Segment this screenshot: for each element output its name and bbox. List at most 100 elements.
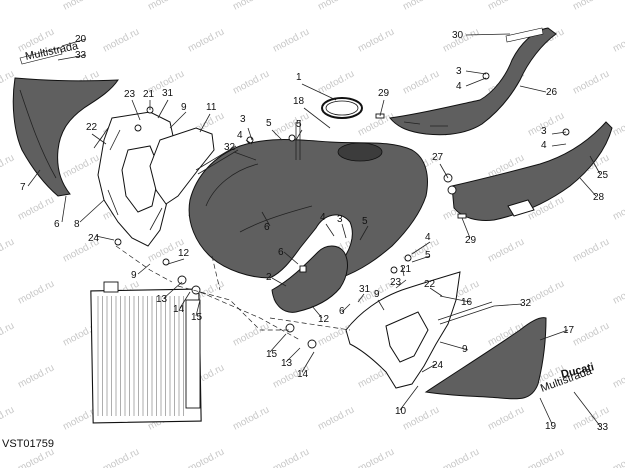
callout-14: 14 bbox=[173, 304, 185, 315]
leader-line bbox=[379, 99, 385, 117]
leader-line bbox=[421, 363, 437, 373]
leader-line bbox=[91, 133, 107, 145]
leader-line bbox=[465, 33, 511, 36]
leader-line bbox=[27, 169, 41, 187]
callout-6c: 6 bbox=[278, 247, 284, 258]
leader-line bbox=[357, 293, 365, 303]
callout-10: 10 bbox=[395, 406, 407, 417]
watermark-text: motod.ru bbox=[101, 446, 141, 468]
watermark-text: motod.ru bbox=[611, 194, 625, 222]
leader-line bbox=[295, 129, 303, 141]
callout-11: 11 bbox=[206, 102, 217, 113]
callout-12: 12 bbox=[178, 248, 190, 259]
screw bbox=[482, 72, 490, 80]
callout-24: 24 bbox=[88, 233, 100, 244]
tank-filler-ring bbox=[321, 97, 363, 119]
right-inner-bracket-cutout bbox=[385, 311, 429, 363]
rod bbox=[295, 120, 301, 160]
watermark-text: motod.ru bbox=[61, 0, 101, 13]
watermark-text: motod.ru bbox=[271, 446, 311, 468]
callout-15b: 15 bbox=[266, 349, 278, 360]
watermark-text: motod.ru bbox=[316, 404, 356, 432]
leader-line bbox=[377, 299, 385, 311]
callout-4: 4 bbox=[456, 81, 462, 92]
callout-27: 27 bbox=[432, 152, 444, 163]
washer bbox=[307, 339, 317, 349]
leader-line bbox=[579, 177, 597, 197]
leader-line bbox=[429, 287, 443, 297]
watermark-text: motod.ru bbox=[526, 278, 566, 306]
callout-31: 31 bbox=[162, 88, 174, 99]
clip bbox=[457, 213, 467, 219]
callout-6: 6 bbox=[54, 219, 60, 230]
leader-line bbox=[95, 235, 115, 241]
watermark-text: motod.ru bbox=[186, 446, 226, 468]
center-inner-panel bbox=[149, 127, 215, 205]
callout-4b: 4 bbox=[237, 130, 243, 141]
leader-line bbox=[285, 347, 301, 363]
tank-filler-ring-inner bbox=[325, 100, 359, 116]
callout-5c: 5 bbox=[362, 216, 368, 227]
radiator bbox=[90, 288, 202, 424]
trim-strip bbox=[93, 127, 109, 149]
callout-4c: 4 bbox=[541, 140, 547, 151]
callout-22: 22 bbox=[86, 122, 98, 133]
clip bbox=[299, 265, 307, 273]
leader-line bbox=[269, 333, 287, 353]
trim-strip-32b bbox=[195, 145, 239, 175]
leader-line bbox=[341, 223, 347, 239]
callout-3d: 3 bbox=[337, 214, 343, 225]
grommet bbox=[447, 185, 457, 195]
watermark-text: motod.ru bbox=[401, 404, 441, 432]
fuel-tank-cover bbox=[188, 139, 428, 279]
screw bbox=[246, 136, 254, 144]
watermark-text: motod.ru bbox=[0, 236, 16, 264]
leader-line bbox=[61, 195, 67, 223]
leader-lines bbox=[27, 33, 601, 427]
left-inner-bracket-detail bbox=[107, 129, 163, 231]
washer bbox=[191, 285, 201, 295]
leader-line bbox=[551, 131, 567, 135]
leader-line bbox=[57, 54, 87, 61]
watermark-text: motod.ru bbox=[316, 0, 356, 13]
leader-line bbox=[399, 385, 419, 411]
watermark-text: motod.ru bbox=[101, 26, 141, 54]
upper-right-panel bbox=[389, 27, 557, 136]
callout-17: 17 bbox=[563, 325, 575, 336]
leader-line bbox=[539, 329, 569, 341]
callout-3c: 3 bbox=[541, 126, 547, 137]
leader-line bbox=[325, 223, 335, 237]
watermark-text: motod.ru bbox=[231, 68, 271, 96]
callout-28: 28 bbox=[593, 192, 605, 203]
leader-line bbox=[411, 241, 431, 255]
callout-4d: 4 bbox=[320, 212, 326, 223]
callout-26: 26 bbox=[546, 87, 558, 98]
screw bbox=[288, 134, 296, 142]
leader-line bbox=[439, 295, 471, 303]
watermark-text: motod.ru bbox=[16, 362, 56, 390]
callout-13: 13 bbox=[156, 294, 168, 305]
leader-line bbox=[539, 397, 553, 425]
callout-25: 25 bbox=[597, 170, 609, 181]
callout-3b: 3 bbox=[240, 114, 246, 125]
callout-32b: 32 bbox=[520, 298, 532, 309]
leader-line bbox=[465, 77, 487, 87]
callout-labels: 20 33 30 3 4 26 1 18 29 23 21 31 9 11 22… bbox=[2, 30, 609, 450]
leader-line bbox=[245, 139, 253, 145]
callout-33: 33 bbox=[75, 50, 87, 61]
leader-line bbox=[439, 341, 469, 351]
leader-line bbox=[493, 303, 523, 307]
lower-tank-panel bbox=[271, 245, 348, 313]
callout-5: 5 bbox=[266, 118, 272, 129]
radiator-side-tank bbox=[185, 299, 201, 409]
callout-23b: 23 bbox=[390, 277, 402, 288]
callout-32: 32 bbox=[224, 142, 236, 153]
watermark-text: motod.ru bbox=[16, 194, 56, 222]
watermark-text: motod.ru bbox=[271, 26, 311, 54]
watermark-text: motod.ru bbox=[611, 110, 625, 138]
leader-line bbox=[271, 129, 283, 141]
leader-line bbox=[179, 291, 191, 309]
leader-line bbox=[167, 258, 185, 265]
screw bbox=[404, 254, 412, 262]
leader-line bbox=[589, 155, 601, 175]
